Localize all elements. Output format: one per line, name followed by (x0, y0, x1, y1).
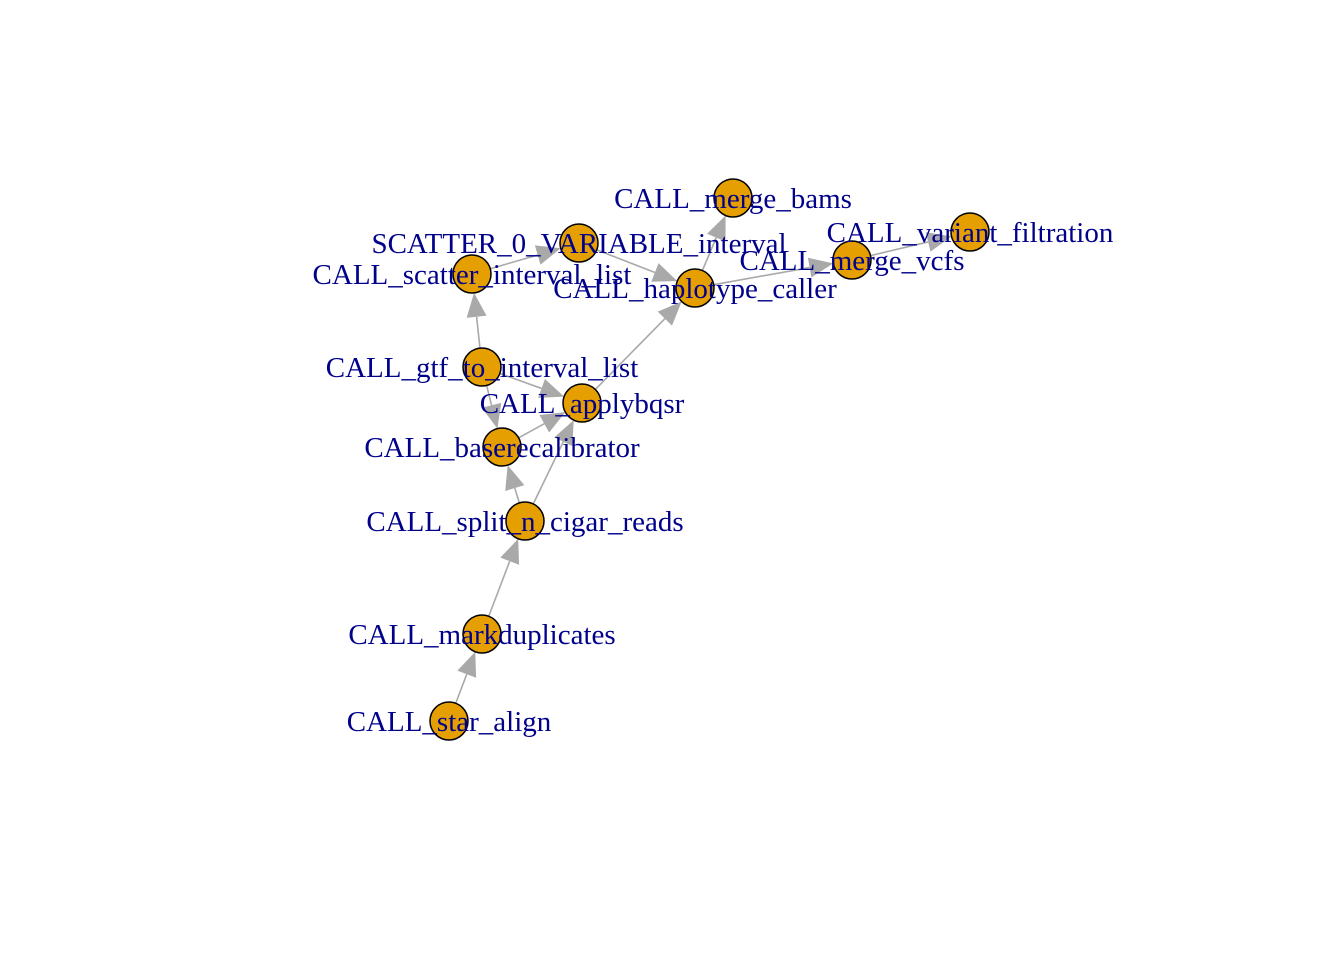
edge-line (454, 673, 468, 704)
edge-line (594, 318, 666, 391)
node-label-baserecalibrator: CALL_baserecalibrator (364, 432, 640, 464)
edge-gtf_to_interval_list-to-applybqsr (499, 372, 565, 398)
node-label-split_n_cigar_reads: CALL_split_n_cigar_reads (366, 506, 683, 538)
node-markduplicates (462, 614, 502, 654)
edge-line (701, 237, 718, 271)
edge-arrowhead (657, 301, 682, 326)
node-label-applybqsr: CALL_applybqsr (480, 388, 685, 420)
edge-baserecalibrator-to-applybqsr (518, 412, 566, 439)
node-split_n_cigar_reads (505, 501, 545, 541)
node-haplotype_caller (675, 268, 715, 308)
edge-arrowhead (505, 465, 525, 492)
edge-line (713, 266, 810, 286)
node-label-markduplicates: CALL_markduplicates (348, 619, 615, 651)
node-label-variant_filtration: CALL_variant_filtration (827, 217, 1114, 249)
node-merge_bams (713, 178, 753, 218)
node-baserecalibrator (482, 427, 522, 467)
node-label-gtf_to_interval_list: CALL_gtf_to_interval_list (326, 352, 639, 384)
edge-line (518, 423, 545, 439)
edge-arrowhead (539, 412, 566, 433)
edge-haplotype_caller-to-merge_vcfs (713, 257, 834, 286)
edge-scatter_0-to-haplotype_caller (596, 249, 678, 282)
edge-line (475, 316, 481, 349)
node-label-scatter_interval_list: CALL_scatter_interval_list (313, 259, 632, 291)
edge-arrowhead (538, 379, 565, 398)
edge-arrowhead (554, 420, 574, 447)
edge-applybqsr-to-haplotype_caller (594, 301, 682, 391)
edge-markduplicates-to-split_n_cigar_reads (488, 538, 520, 617)
edge-line (499, 372, 542, 390)
node-scatter_0 (559, 223, 599, 263)
node-label-merge_vcfs: CALL_merge_vcfs (740, 245, 965, 277)
node-label-merge_bams: CALL_merge_bams (614, 183, 852, 215)
edge-arrowhead (534, 245, 561, 265)
edge-star_align-to-markduplicates (454, 651, 477, 704)
edge-arrowhead (457, 651, 477, 678)
edge-line (490, 254, 538, 270)
node-label-scatter_0: SCATTER_0_VARIABLE_interval (371, 228, 786, 260)
node-star_align (429, 701, 469, 741)
graph-nodes (429, 178, 990, 741)
edge-split_n_cigar_reads-to-applybqsr (532, 420, 574, 505)
edge-line (532, 441, 565, 505)
edge-arrowhead (707, 215, 726, 242)
node-merge_vcfs (832, 240, 872, 280)
edge-gtf_to_interval_list-to-scatter_interval_list (466, 292, 487, 349)
edge-arrowhead (481, 402, 502, 429)
graph-edges (454, 215, 952, 704)
edge-line (485, 385, 493, 406)
node-label-star_align: CALL_star_align (347, 706, 552, 738)
node-scatter_interval_list (452, 254, 492, 294)
edge-line (596, 249, 656, 274)
edge-arrowhead (466, 292, 487, 318)
edge-arrowhead (807, 257, 834, 278)
edge-haplotype_caller-to-merge_bams (701, 215, 726, 271)
edge-line (870, 241, 929, 257)
edge-scatter_interval_list-to-scatter_0 (490, 245, 561, 270)
node-label-haplotype_caller: CALL_haplotype_caller (553, 273, 837, 305)
edge-line (513, 487, 521, 504)
edge-split_n_cigar_reads-to-baserecalibrator (505, 465, 525, 504)
node-gtf_to_interval_list (462, 347, 502, 387)
edge-arrowhead (651, 263, 678, 282)
edge-arrowhead (925, 232, 952, 252)
edge-arrowhead (500, 538, 520, 565)
node-applybqsr (562, 383, 602, 423)
edge-line (488, 560, 511, 617)
graph-labels: CALL_star_align CALL_markduplicates CALL_s… (313, 183, 1114, 738)
edge-gtf_to_interval_list-to-baserecalibrator (481, 385, 502, 429)
edge-merge_vcfs-to-variant_filtration (870, 232, 952, 257)
node-variant_filtration (950, 212, 990, 252)
